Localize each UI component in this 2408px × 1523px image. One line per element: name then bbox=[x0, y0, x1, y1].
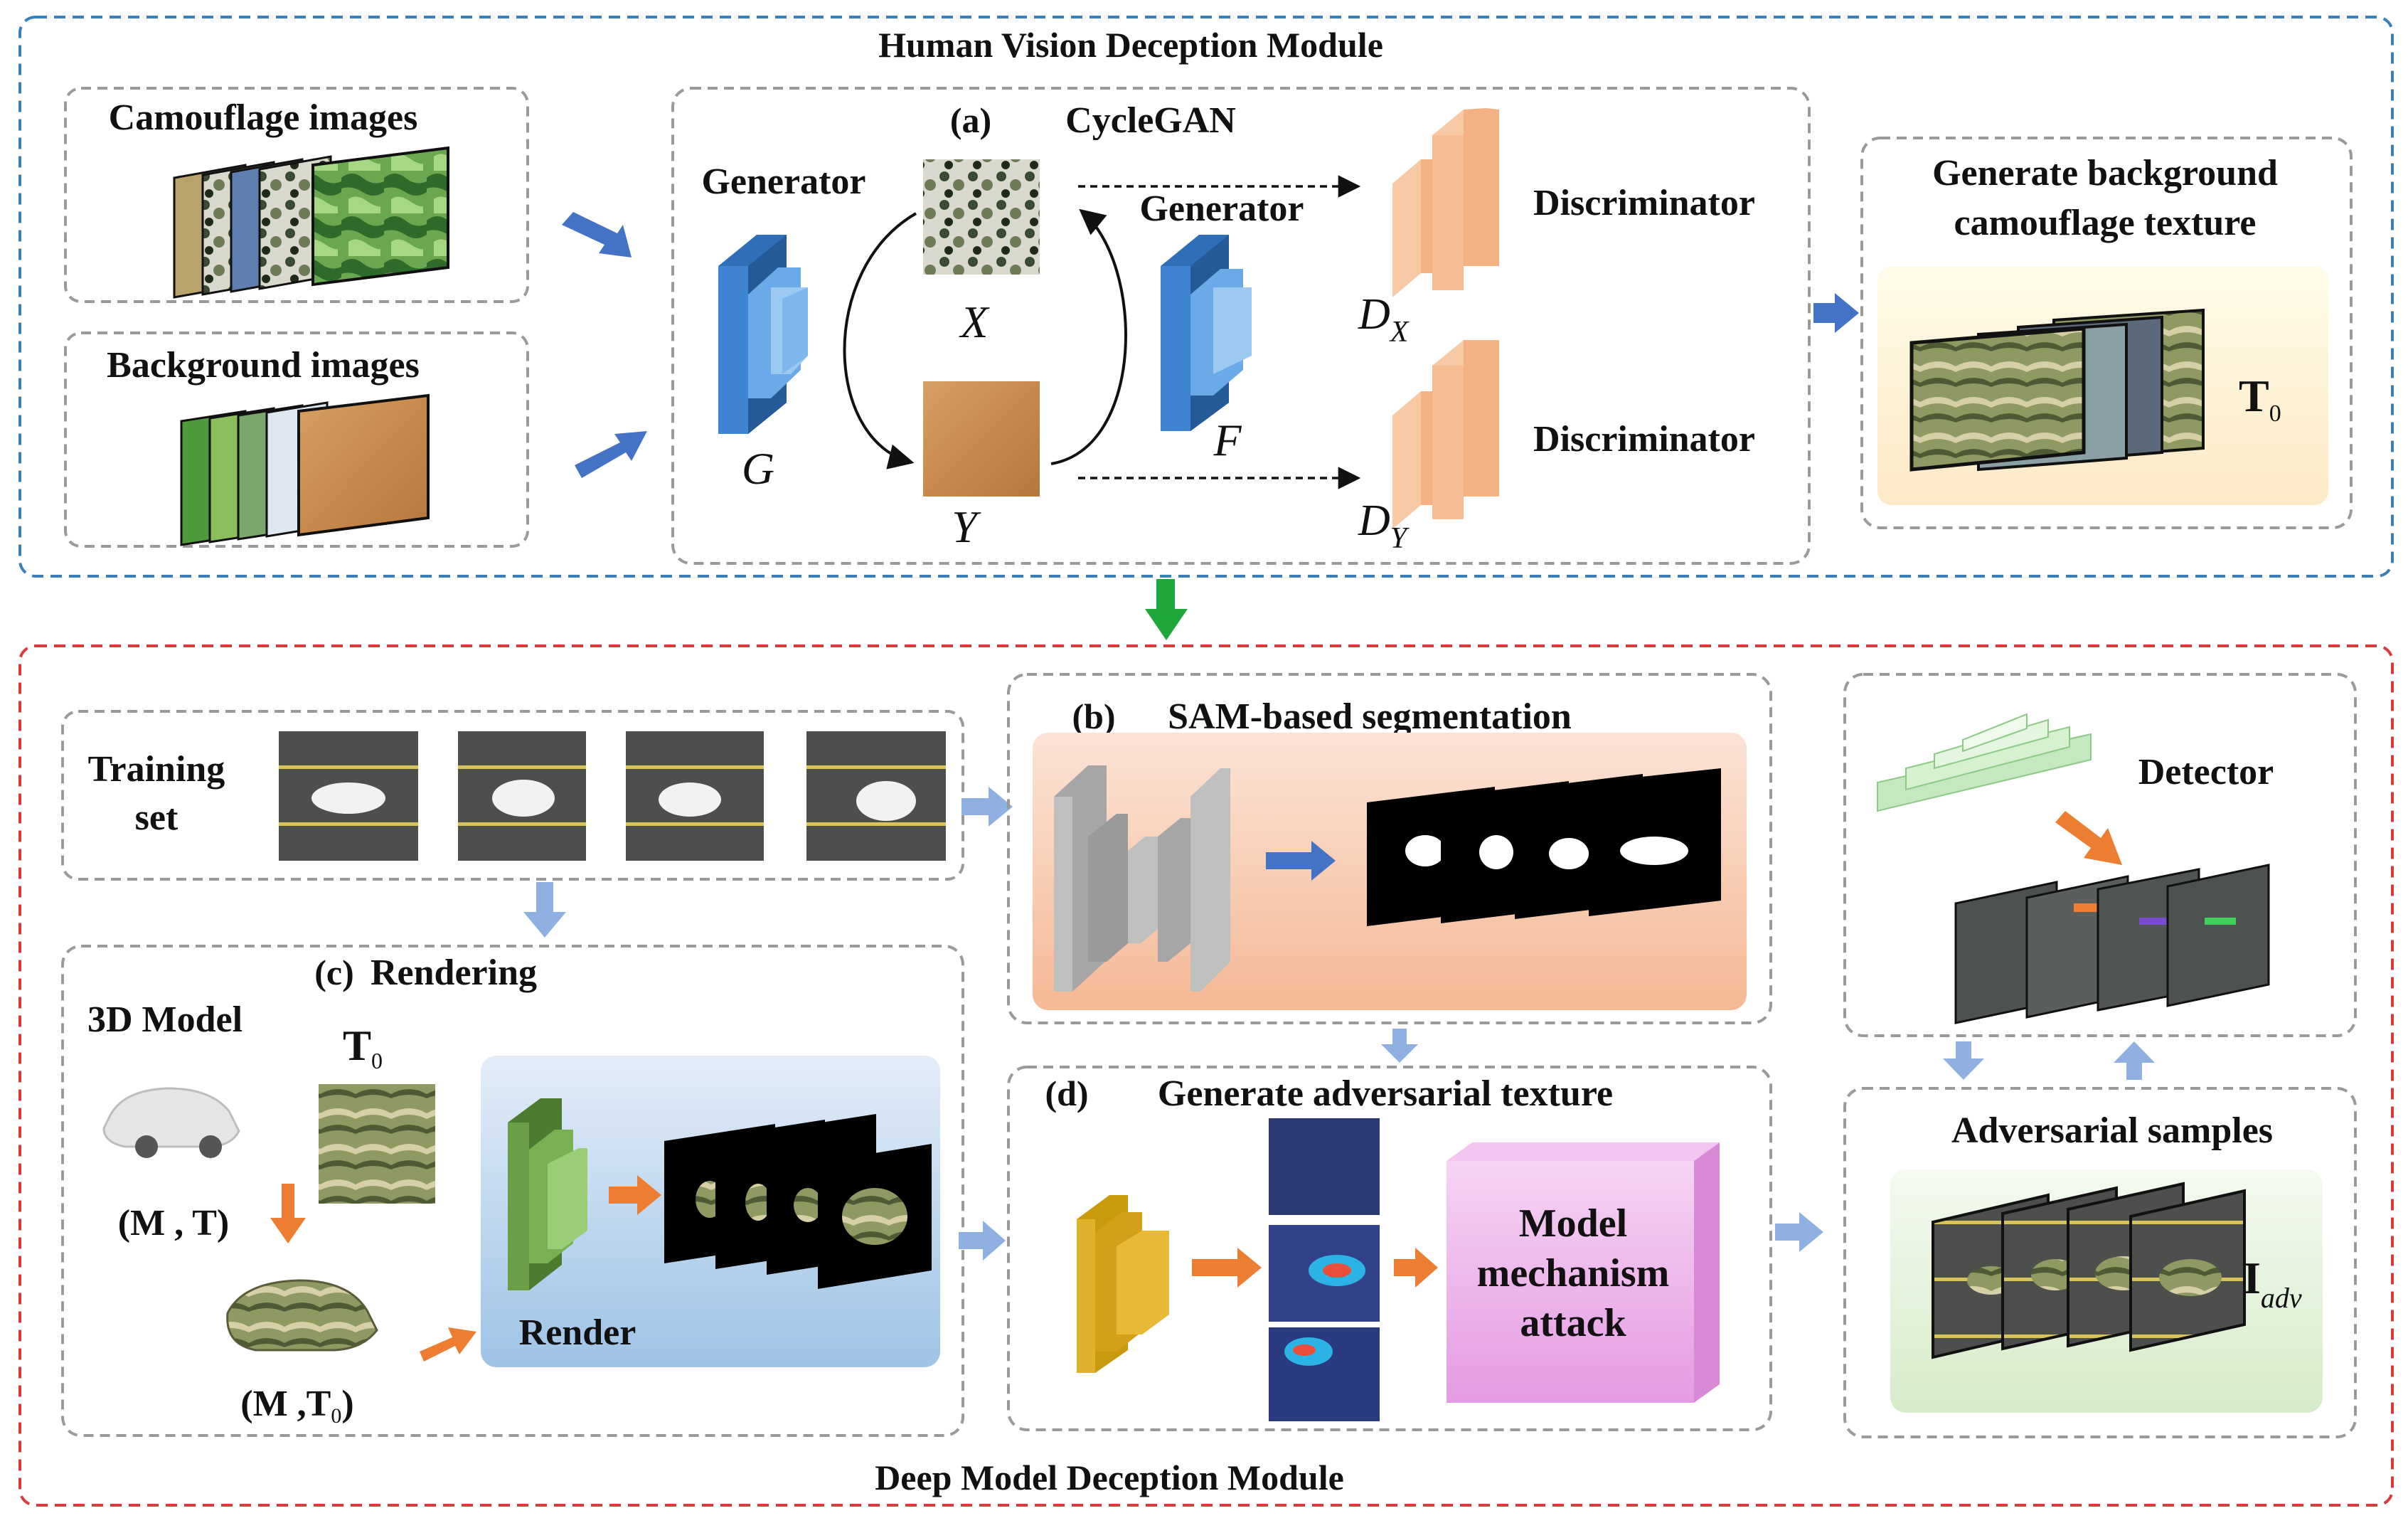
sam-segmentation-box bbox=[1007, 673, 1772, 1024]
adversarial-network bbox=[1077, 1195, 1169, 1373]
adversarial-samples-title: Adversarial samples bbox=[1951, 1110, 2273, 1151]
training-images bbox=[279, 731, 946, 861]
arrow-detector-to-samples bbox=[1943, 1041, 1984, 1080]
human-vision-module-frame bbox=[18, 16, 2394, 578]
discriminator-dx-label: Discriminator bbox=[1533, 183, 1755, 223]
generator-g-network bbox=[718, 235, 808, 434]
attack-line3: attack bbox=[1520, 1301, 1626, 1345]
discriminator-dx-network bbox=[1392, 108, 1499, 297]
arrow-model-to-camo-car bbox=[270, 1184, 306, 1243]
arrow-maps-to-attack bbox=[1394, 1248, 1438, 1288]
sam-title: SAM-based segmentation bbox=[1168, 696, 1572, 737]
training-set-label-line1: Training bbox=[88, 749, 225, 790]
deep-model-module-frame bbox=[18, 644, 2394, 1507]
arrow-detector-to-results bbox=[2055, 811, 2122, 865]
camouflage-image-stack bbox=[173, 146, 449, 299]
generator-f-network bbox=[1161, 235, 1252, 431]
cycle-arrow-right bbox=[1050, 208, 1127, 465]
camouflage-images-box bbox=[64, 87, 529, 303]
arrow-training-to-rendering bbox=[523, 882, 566, 938]
camouflage-images-label: Camouflage images bbox=[109, 97, 418, 138]
attention-maps bbox=[1269, 1118, 1380, 1421]
adversarial-samples-box bbox=[1843, 1087, 2357, 1438]
adversarial-texture-box bbox=[1007, 1066, 1772, 1431]
mt-label: (M , T) bbox=[118, 1203, 229, 1243]
detector-box bbox=[1843, 673, 2357, 1037]
generator-g-label: Generator bbox=[701, 161, 865, 202]
cyclegan-box bbox=[671, 87, 1811, 565]
white-car-model bbox=[102, 1087, 240, 1158]
rendering-box bbox=[61, 945, 964, 1437]
adversarial-title: Generate adversarial texture bbox=[1158, 1073, 1613, 1114]
arrow-camo-car-to-render bbox=[420, 1327, 476, 1362]
f-symbol: F bbox=[1213, 415, 1242, 465]
render-label: Render bbox=[519, 1312, 636, 1353]
arrow-training-to-sam bbox=[961, 787, 1013, 827]
attack-line2: mechanism bbox=[1477, 1251, 1670, 1295]
sam-tag: (b) bbox=[1072, 696, 1115, 736]
iadv-symbol: Iadv bbox=[2243, 1253, 2302, 1314]
deep-model-module-title: Deep Model Deception Module bbox=[875, 1458, 1344, 1497]
detector-network bbox=[1877, 713, 2092, 812]
arrow-sam-to-adversarial bbox=[1381, 1029, 1418, 1063]
3d-model-label: 3D Model bbox=[87, 999, 243, 1040]
arrow-sam-internal bbox=[1266, 841, 1336, 881]
background-image-stack bbox=[180, 393, 430, 546]
t0-symbol: T0 bbox=[2239, 371, 2281, 427]
arrow-adversarial-to-samples bbox=[1775, 1212, 1823, 1252]
adversarial-tag: (d) bbox=[1045, 1073, 1088, 1113]
segmentation-masks bbox=[1367, 768, 1721, 926]
rendering-title: Rendering bbox=[371, 952, 537, 993]
discriminator-dy-network bbox=[1392, 340, 1499, 529]
dx-symbol: DX bbox=[1358, 290, 1410, 349]
arrow-human-to-deep bbox=[1145, 579, 1188, 640]
dy-symbol: DY bbox=[1358, 497, 1410, 555]
discriminator-dy-label: Discriminator bbox=[1533, 419, 1755, 460]
y-symbol: Y bbox=[952, 502, 981, 552]
mt0-label: (M ,T0) bbox=[240, 1384, 353, 1428]
arrow-adv-network-to-maps bbox=[1192, 1248, 1262, 1288]
arrow-cyclegan-to-texture bbox=[1813, 293, 1859, 333]
g-symbol: G bbox=[742, 443, 774, 494]
cyclegan-tag: (a) bbox=[950, 100, 991, 140]
domain-x-image bbox=[923, 159, 1040, 275]
sam-encoder-network bbox=[1054, 765, 1230, 992]
generator-f-label: Generator bbox=[1139, 189, 1304, 229]
arrow-background-to-cyclegan bbox=[575, 431, 647, 478]
rendered-masks bbox=[664, 1114, 932, 1289]
generate-texture-line2: camouflage texture bbox=[1954, 203, 2256, 243]
domain-y-image bbox=[923, 381, 1040, 497]
training-set-label-line2: set bbox=[135, 797, 179, 838]
arrow-render-internal bbox=[609, 1175, 661, 1215]
arrow-samples-to-detector bbox=[2114, 1041, 2155, 1080]
x-symbol: X bbox=[958, 297, 990, 347]
rendering-t0-symbol: T0 bbox=[343, 1022, 383, 1073]
camouflaged-car-model bbox=[226, 1279, 378, 1352]
cycle-arrow-left bbox=[843, 212, 917, 469]
detection-results bbox=[1954, 864, 2270, 1024]
training-set-box bbox=[61, 710, 964, 881]
render-network bbox=[508, 1098, 587, 1290]
attack-line1: Model bbox=[1519, 1201, 1627, 1246]
rendering-tag: (c) bbox=[314, 952, 354, 992]
generate-texture-box bbox=[1860, 137, 2353, 529]
detector-label: Detector bbox=[2138, 752, 2274, 792]
generate-texture-line1: Generate background bbox=[1932, 153, 2278, 193]
background-images-label: Background images bbox=[107, 345, 420, 386]
cyclegan-title: CycleGAN bbox=[1065, 100, 1236, 141]
background-images-box bbox=[64, 331, 529, 548]
adversarial-sample-images bbox=[1932, 1182, 2246, 1359]
human-vision-module-title: Human Vision Deception Module bbox=[878, 25, 1383, 65]
arrow-rendering-to-adversarial bbox=[959, 1221, 1006, 1261]
camouflage-texture-stack bbox=[1909, 308, 2205, 472]
rendering-texture-image bbox=[319, 1084, 435, 1204]
model-mechanism-attack-box bbox=[1447, 1142, 1720, 1403]
arrow-camouflage-to-cyclegan bbox=[562, 212, 632, 258]
